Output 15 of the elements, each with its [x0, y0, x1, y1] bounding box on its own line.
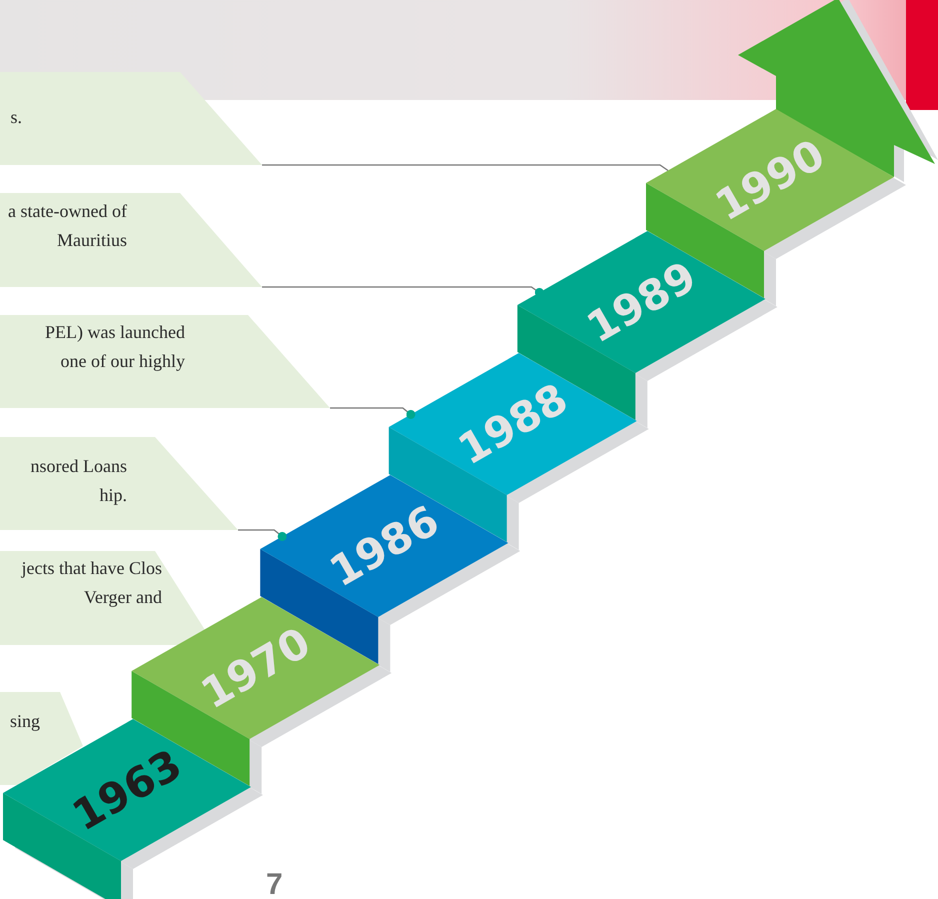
callout-panel: [0, 437, 238, 530]
leader-line: [330, 407, 416, 419]
callout-text: nsored Loans hip.: [30, 455, 127, 507]
leader-line: [262, 286, 544, 297]
callout-text: sing: [8, 710, 40, 733]
callout-text: s.: [9, 106, 22, 129]
leader-line: [262, 164, 668, 172]
page-number: 7: [266, 868, 283, 899]
callout-panel: [0, 72, 262, 165]
callout-text: PEL) was launched one of our highly: [44, 321, 185, 373]
callout-text: jects that have Clos Verger and: [20, 557, 162, 609]
callout-panel: [0, 315, 330, 408]
callout-panel: [0, 193, 262, 287]
callout-text: a state-owned of Mauritius: [7, 200, 127, 252]
leader-line: [238, 529, 287, 541]
